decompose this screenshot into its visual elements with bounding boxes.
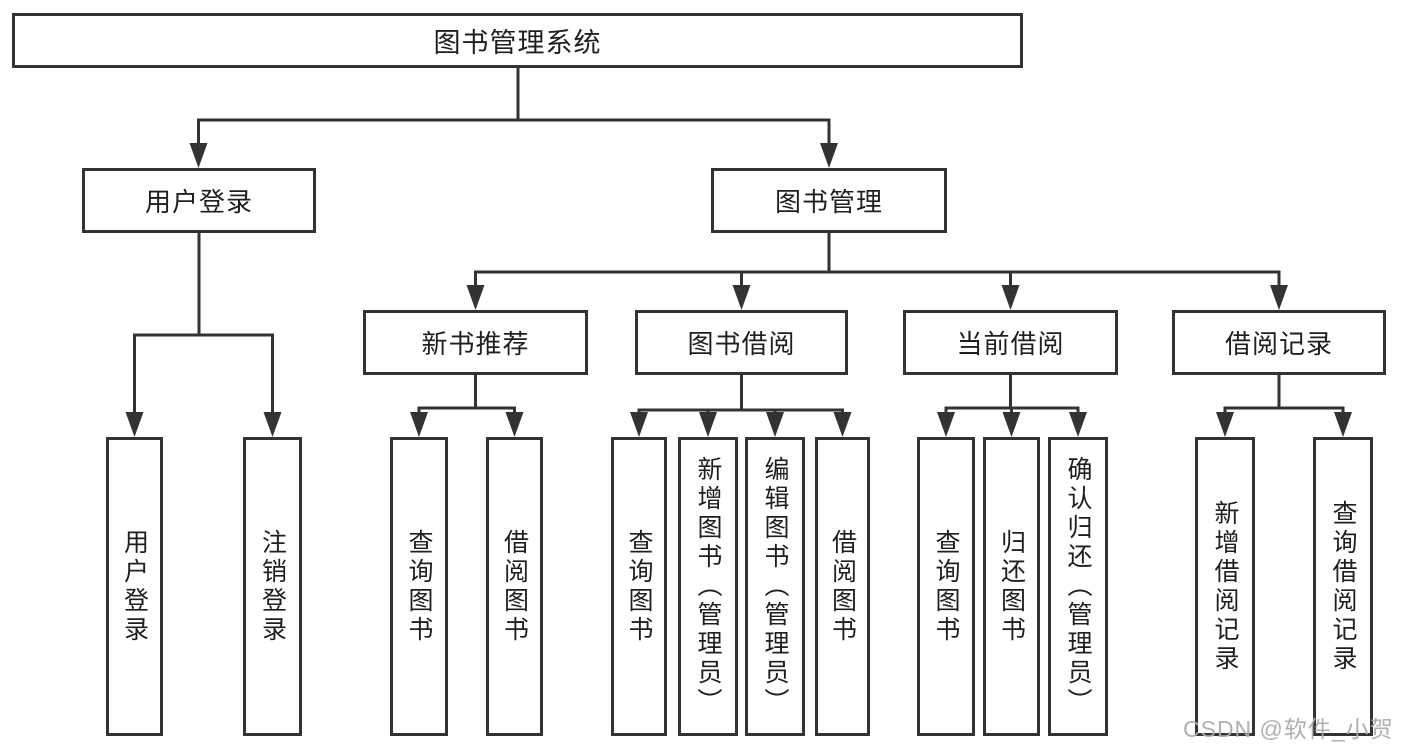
arrowheads [125, 143, 1352, 437]
node-borrow-records: 借阅记录 [1172, 310, 1386, 375]
node-user-login: 用户登录 [82, 168, 316, 233]
node-book-borrow: 图书借阅 [635, 310, 848, 375]
leaf-current-confirm-return-admin: 确认归还（管理员） [1048, 437, 1108, 736]
leaf-borrow-edit-books-admin: 编辑图书（管理员） [745, 437, 805, 736]
leaf-recommend-query-books: 查询图书 [390, 437, 448, 736]
leaf-records-add-record: 新增借阅记录 [1195, 437, 1255, 736]
leaf-logout: 注销登录 [243, 437, 302, 736]
leaf-recommend-borrow-books: 借阅图书 [486, 437, 543, 736]
leaf-current-query-books: 查询图书 [917, 437, 975, 736]
node-new-book-recommend: 新书推荐 [363, 310, 588, 375]
node-book-management: 图书管理 [711, 168, 947, 233]
leaf-borrow-add-books-admin: 新增图书（管理员） [678, 437, 738, 736]
leaf-borrow-borrow-books: 借阅图书 [815, 437, 870, 736]
leaf-records-query-record: 查询借阅记录 [1313, 437, 1373, 736]
leaf-user-login: 用户登录 [106, 437, 163, 736]
node-library-management-system: 图书管理系统 [12, 13, 1023, 68]
leaf-borrow-query-books: 查询图书 [611, 437, 667, 736]
csdn-watermark: CSDN @软件_小贺同学 [1183, 716, 1394, 742]
node-current-borrow: 当前借阅 [903, 310, 1118, 375]
leaf-current-return-books: 归还图书 [983, 437, 1040, 736]
